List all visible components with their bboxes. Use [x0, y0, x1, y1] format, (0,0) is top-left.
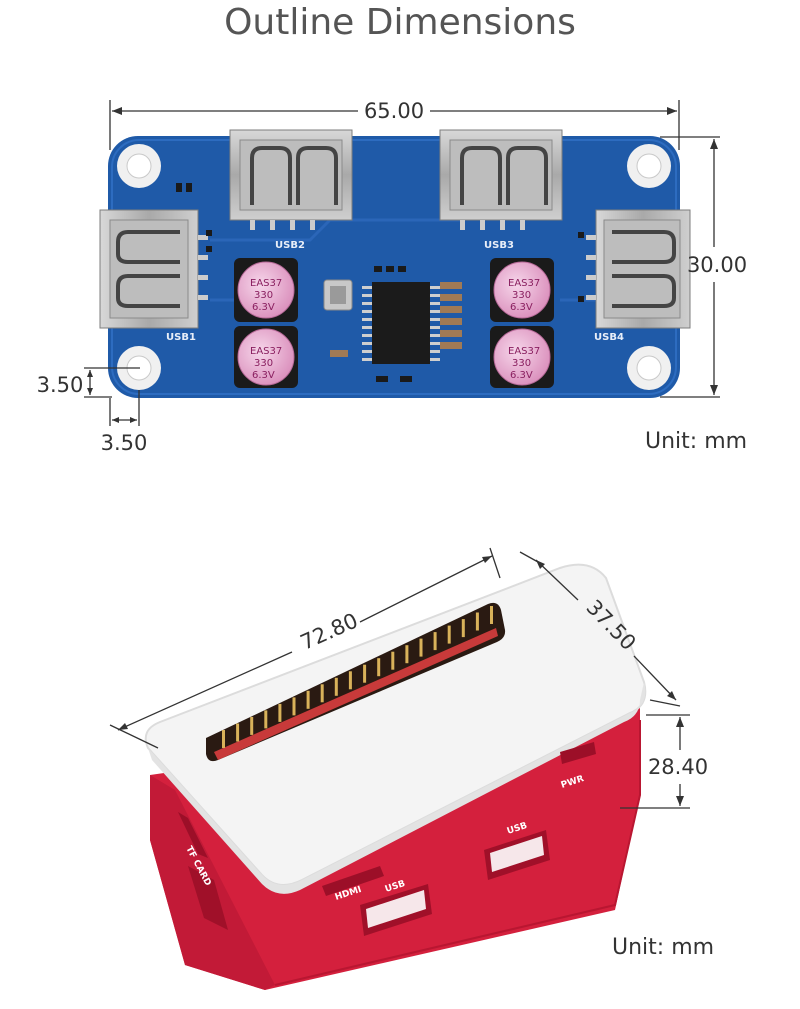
usb4-label: USB4	[594, 332, 624, 343]
svg-text:30.00: 30.00	[687, 253, 747, 277]
case-usb-port-left: USB	[360, 879, 432, 936]
usb-port-1	[99, 209, 208, 329]
dimension-width-65: 65.00	[109, 99, 680, 150]
capacitor-top-left: EAS37 330 6.3V	[234, 258, 298, 322]
case-lid-white	[144, 563, 647, 894]
mounting-hole-top-left	[117, 144, 161, 188]
header-pin	[348, 671, 352, 690]
usb-port-2	[229, 129, 353, 230]
crystal-oscillator	[323, 279, 353, 311]
capacitor-bottom-left: EAS37 330 6.3V	[234, 326, 298, 388]
page-title: Outline Dimensions	[224, 2, 576, 43]
svg-text:330: 330	[512, 358, 531, 369]
header-pin	[306, 690, 310, 709]
svg-text:65.00: 65.00	[364, 99, 424, 123]
smd-components	[176, 183, 584, 382]
capacitor-top-right: EAS37 330 6.3V	[490, 258, 554, 322]
header-pin	[236, 723, 240, 742]
svg-text:3.50: 3.50	[37, 373, 84, 397]
header-pin	[250, 716, 254, 735]
usb-port-4	[586, 209, 691, 329]
svg-text:EAS37: EAS37	[250, 278, 282, 289]
usb2-label: USB2	[275, 240, 305, 251]
dimension-height-28-40: 28.40	[620, 714, 708, 809]
header-pin	[222, 730, 225, 748]
header-pin	[433, 632, 437, 651]
header-pin	[334, 677, 338, 696]
svg-text:EAS37: EAS37	[508, 278, 540, 289]
usb1-label: USB1	[166, 332, 196, 343]
header-pin	[461, 619, 465, 638]
svg-text:330: 330	[254, 358, 273, 369]
case-view-unit-label: Unit: mm	[612, 935, 715, 960]
header-pin	[363, 664, 367, 683]
top-view-unit-label: Unit: mm	[645, 429, 748, 454]
usb-port-3	[439, 129, 563, 230]
hub-ic-chip	[362, 282, 440, 364]
header-pin	[447, 625, 451, 644]
svg-text:EAS37: EAS37	[508, 346, 540, 357]
svg-text:330: 330	[512, 290, 531, 301]
dimension-hole-offset-x: 3.50	[101, 390, 148, 455]
usb3-label: USB3	[484, 240, 514, 251]
mounting-hole-top-right	[627, 144, 671, 188]
mounting-hole-bottom-right	[627, 346, 671, 390]
header-pin	[391, 651, 395, 670]
svg-text:28.40: 28.40	[648, 755, 708, 779]
header-pin	[405, 645, 409, 664]
svg-text:330: 330	[254, 290, 273, 301]
header-pin	[490, 606, 493, 624]
svg-text:6.3V: 6.3V	[252, 302, 275, 313]
capacitor-bottom-right: EAS37 330 6.3V	[490, 326, 554, 388]
header-pin	[292, 697, 296, 716]
svg-text:3.50: 3.50	[101, 431, 148, 455]
svg-text:6.3V: 6.3V	[252, 370, 275, 381]
svg-text:6.3V: 6.3V	[510, 302, 533, 313]
dimension-height-30: 30.00	[660, 136, 747, 398]
header-pin	[475, 612, 479, 631]
svg-text:EAS37: EAS37	[250, 346, 282, 357]
header-pin	[278, 703, 282, 722]
header-pin	[320, 684, 324, 703]
gpio-header-slot	[206, 602, 506, 762]
header-pin	[264, 710, 268, 729]
header-pin	[377, 658, 381, 677]
svg-text:6.3V: 6.3V	[510, 370, 533, 381]
header-pin	[419, 638, 423, 657]
dimension-hole-offset-y: 3.50	[37, 367, 140, 398]
